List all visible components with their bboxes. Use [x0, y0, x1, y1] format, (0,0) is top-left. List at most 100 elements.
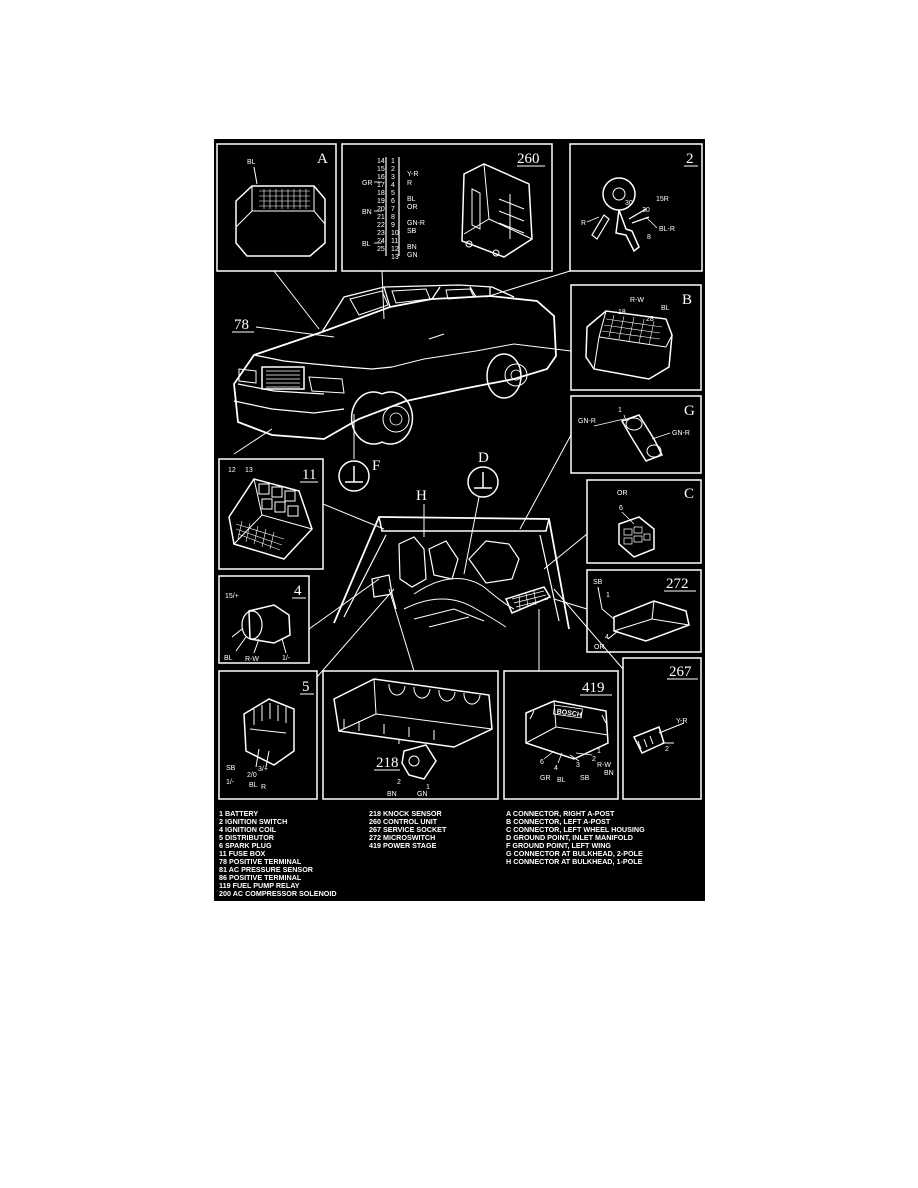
panel-A-id: A [317, 151, 328, 167]
legend-col2: 218 KNOCK SENSOR 260 CONTROL UNIT 267 SE… [369, 809, 447, 850]
svg-text:15: 15 [377, 166, 385, 173]
connector-a-pin-grid [259, 189, 310, 209]
svg-text:78 POSITIVE TERMINAL: 78 POSITIVE TERMINAL [219, 857, 302, 866]
legend-col1: 1 BATTERY 2 IGNITION SWITCH 4 IGNITION C… [219, 809, 337, 898]
svg-text:1: 1 [606, 592, 610, 599]
panel-272-id: 272 [666, 576, 689, 592]
panel-4-id: 4 [294, 583, 302, 599]
svg-text:6: 6 [540, 759, 544, 766]
ground-F-label: F [372, 458, 380, 474]
pins-left: 14 15 16 17 18 19 20 21 22 23 24 25 [377, 158, 385, 253]
svg-text:OR: OR [617, 490, 628, 497]
svg-text:GR: GR [362, 180, 373, 187]
svg-text:19: 19 [377, 198, 385, 205]
wires-right: Y-R R BL OR GN-R SB BN GN [407, 171, 425, 259]
svg-text:D GROUND POINT, INLET MANIFOL: D GROUND POINT, INLET MANIFOLD [506, 833, 633, 842]
panel-A-wire-bl: BL [247, 159, 256, 166]
ground-point-F: F [338, 458, 380, 492]
svg-text:2/0: 2/0 [247, 772, 257, 779]
panel-4: 4 15/+ BL R-W 1/- [218, 575, 380, 664]
svg-text:15/+: 15/+ [225, 593, 239, 600]
svg-text:2: 2 [397, 779, 401, 786]
svg-text:11 FUSE BOX: 11 FUSE BOX [219, 849, 266, 858]
panel-B: B R-W BL 18 28 [570, 284, 702, 391]
svg-text:R: R [407, 180, 412, 187]
callout-lines-car [233, 270, 572, 459]
svg-text:2: 2 [665, 746, 669, 753]
svg-text:1: 1 [597, 748, 601, 755]
svg-text:272 MICROSWITCH: 272 MICROSWITCH [369, 833, 435, 842]
legend-col3: A CONNECTOR, RIGHT A-POST B CONNECTOR, L… [506, 809, 645, 866]
svg-text:5: 5 [391, 190, 395, 197]
svg-text:BN: BN [407, 244, 417, 251]
svg-text:28: 28 [646, 316, 654, 323]
panel-272: 272 SB OR 1 4 [553, 569, 702, 653]
svg-text:SB: SB [226, 765, 236, 772]
panel-2: 2 30 15R 30 R BL-R 8 [569, 143, 703, 272]
svg-text:BL-R: BL-R [659, 226, 675, 233]
svg-text:30: 30 [642, 207, 650, 214]
svg-text:23: 23 [377, 230, 385, 237]
diagram-canvas: A BL 260 14 15 16 17 18 19 20 21 22 23 2… [216, 143, 703, 898]
svg-text:GN-R: GN-R [407, 220, 425, 227]
svg-text:14: 14 [377, 158, 385, 165]
svg-text:86 POSITIVE TERMINAL: 86 POSITIVE TERMINAL [219, 873, 302, 882]
svg-text:419 POWER STAGE: 419 POWER STAGE [369, 841, 437, 850]
svg-text:3/+: 3/+ [258, 766, 268, 773]
panel-78-id: 78 [234, 317, 249, 333]
svg-text:BL: BL [362, 241, 371, 248]
svg-text:C CONNECTOR, LEFT WHEEL HOUSI: C CONNECTOR, LEFT WHEEL HOUSING [506, 825, 645, 834]
panel-C-id: C [684, 486, 694, 502]
panel-267-id: 267 [669, 664, 692, 680]
control-unit-drawing [461, 163, 533, 258]
panel-A: A BL [216, 143, 337, 272]
svg-text:1: 1 [618, 407, 622, 414]
svg-text:BN: BN [362, 209, 372, 216]
svg-text:A CONNECTOR, RIGHT A-POST: A CONNECTOR, RIGHT A-POST [506, 809, 615, 818]
svg-text:F GROUND POINT, LEFT WING: F GROUND POINT, LEFT WING [506, 841, 611, 850]
svg-text:BL: BL [224, 655, 233, 662]
svg-text:BL: BL [407, 196, 416, 203]
svg-text:R: R [581, 220, 586, 227]
svg-text:B CONNECTOR, LEFT A-POST: B CONNECTOR, LEFT A-POST [506, 817, 611, 826]
svg-text:G CONNECTOR AT BULKHEAD, 2-PO: G CONNECTOR AT BULKHEAD, 2-POLE [506, 849, 643, 858]
svg-text:2: 2 [391, 166, 395, 173]
panel-260-id: 260 [517, 151, 540, 167]
svg-text:BN: BN [604, 770, 614, 777]
panel-218: 218 BN GN 2 1 [322, 588, 499, 800]
svg-text:5 DISTRIBUTOR: 5 DISTRIBUTOR [219, 833, 275, 842]
svg-text:GR: GR [540, 775, 551, 782]
svg-text:15R: 15R [656, 196, 669, 203]
svg-text:4: 4 [554, 765, 558, 772]
panel-C: C OR 6 [586, 479, 702, 564]
svg-text:21: 21 [377, 214, 385, 221]
svg-text:SB: SB [407, 228, 417, 235]
svg-text:20: 20 [377, 206, 385, 213]
svg-text:3: 3 [576, 762, 580, 769]
panel-5: 5 1/- SB 2/0 3/+ BL R [218, 588, 395, 800]
panel-11-id: 11 [302, 467, 316, 483]
svg-text:7: 7 [391, 206, 395, 213]
svg-text:BN: BN [387, 791, 397, 798]
svg-text:2: 2 [592, 756, 596, 763]
svg-text:13: 13 [245, 467, 253, 474]
ground-D-label: D [478, 450, 489, 466]
svg-text:10: 10 [391, 230, 399, 237]
svg-text:SB: SB [593, 579, 603, 586]
svg-text:1: 1 [426, 784, 430, 791]
svg-text:218 KNOCK SENSOR: 218 KNOCK SENSOR [369, 809, 443, 818]
svg-text:BL: BL [249, 782, 258, 789]
svg-text:6: 6 [391, 198, 395, 205]
svg-text:200 AC COMPRESSOR SOLENOID: 200 AC COMPRESSOR SOLENOID [219, 889, 337, 898]
svg-text:Y-R: Y-R [676, 718, 687, 725]
svg-text:BL: BL [661, 305, 670, 312]
svg-text:R-W: R-W [597, 762, 611, 769]
svg-text:OR: OR [594, 644, 605, 651]
panel-5-id: 5 [302, 679, 310, 695]
svg-text:12: 12 [228, 467, 236, 474]
panel-G-id: G [684, 403, 695, 419]
panel-2-id: 2 [686, 151, 694, 167]
svg-text:24: 24 [377, 238, 385, 245]
panel-218-id: 218 [376, 755, 399, 771]
pins-right: 1 2 3 4 5 6 7 8 9 10 11 12 13 [391, 158, 399, 261]
